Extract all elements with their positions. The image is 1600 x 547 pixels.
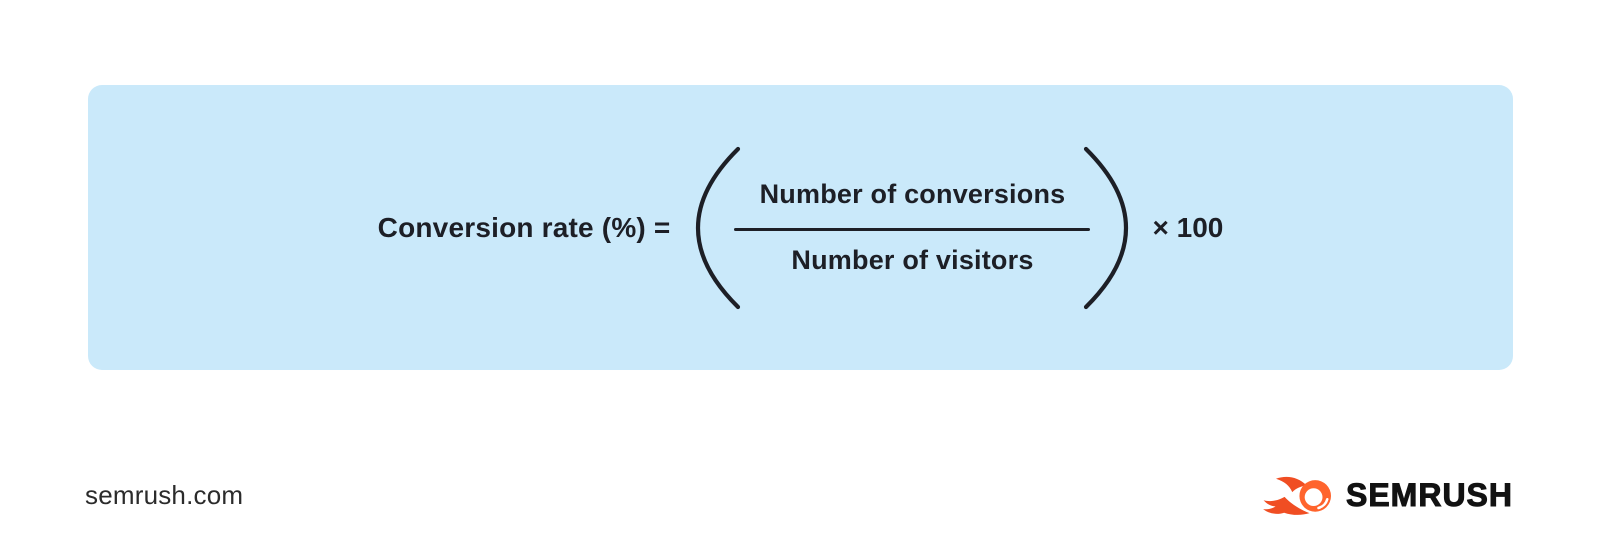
left-parenthesis-icon [696,146,741,309]
footer: semrush.com SEMRUSH [85,468,1513,522]
formula-lhs-label: Conversion rate (%) = [377,211,671,243]
formula-card: Conversion rate (%) = Number of conversi… [88,85,1513,370]
fraction-divider-line [734,228,1091,231]
formula-multiplier: × 100 [1152,211,1224,243]
fraction: Number of conversions Number of visitors [734,179,1091,276]
fraction-numerator: Number of conversions [759,179,1066,209]
semrush-fireball-icon [1263,476,1331,515]
semrush-logo: SEMRUSH [1262,473,1513,517]
semrush-wordmark: SEMRUSH [1345,476,1513,513]
right-parenthesis-icon [1084,146,1129,309]
fraction-denominator: Number of visitors [791,245,1034,275]
conversion-rate-formula: Conversion rate (%) = Number of conversi… [377,146,1224,310]
site-url-text: semrush.com [85,479,244,510]
